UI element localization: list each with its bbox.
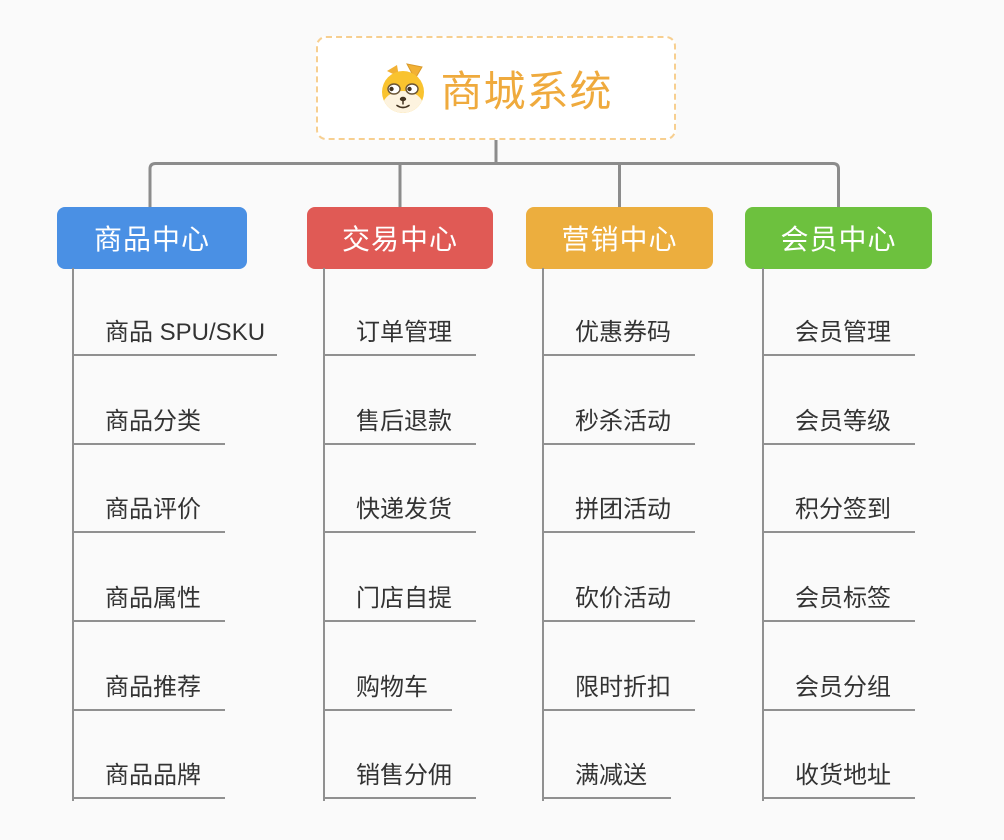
- root-node[interactable]: 商城系统: [316, 36, 676, 140]
- branch-node-product-center[interactable]: 商品中心: [57, 207, 247, 269]
- leaf-node[interactable]: 会员管理: [762, 316, 915, 356]
- leaf-node[interactable]: 销售分佣: [323, 759, 476, 799]
- leaf-node[interactable]: 拼团活动: [542, 493, 695, 533]
- root-title: 商城系统: [440, 67, 613, 115]
- branch-children-line: [542, 268, 544, 801]
- branch-node-marketing-center[interactable]: 营销中心: [526, 207, 713, 269]
- leaf-node[interactable]: 会员等级: [762, 405, 915, 445]
- leaf-node[interactable]: 商品属性: [72, 582, 225, 622]
- leaf-node[interactable]: 商品品牌: [72, 759, 225, 799]
- leaf-node[interactable]: 商品推荐: [72, 671, 225, 711]
- leaf-node[interactable]: 秒杀活动: [542, 405, 695, 445]
- leaf-node[interactable]: 收货地址: [762, 759, 915, 799]
- branch-children-line: [72, 268, 74, 801]
- branch-node-member-center[interactable]: 会员中心: [745, 207, 932, 269]
- branch-node-trade-center[interactable]: 交易中心: [307, 207, 493, 269]
- leaf-node[interactable]: 订单管理: [323, 316, 476, 356]
- leaf-node[interactable]: 优惠券码: [542, 316, 695, 356]
- leaf-node[interactable]: 售后退款: [323, 405, 476, 445]
- leaf-node[interactable]: 商品分类: [72, 405, 225, 445]
- leaf-node[interactable]: 限时折扣: [542, 671, 695, 711]
- leaf-node[interactable]: 商品 SPU/SKU: [72, 316, 277, 356]
- leaf-node[interactable]: 商品评价: [72, 493, 225, 533]
- dog-face-icon: [379, 61, 427, 115]
- leaf-node[interactable]: 门店自提: [323, 582, 476, 622]
- leaf-node[interactable]: 会员分组: [762, 671, 915, 711]
- leaf-node[interactable]: 会员标签: [762, 582, 915, 622]
- leaf-node[interactable]: 积分签到: [762, 493, 915, 533]
- leaf-node[interactable]: 快递发货: [323, 493, 476, 533]
- branch-children-line: [762, 268, 764, 801]
- leaf-node[interactable]: 砍价活动: [542, 582, 695, 622]
- leaf-node[interactable]: 满减送: [542, 759, 671, 799]
- branch-children-line: [323, 268, 325, 801]
- leaf-node[interactable]: 购物车: [323, 671, 452, 711]
